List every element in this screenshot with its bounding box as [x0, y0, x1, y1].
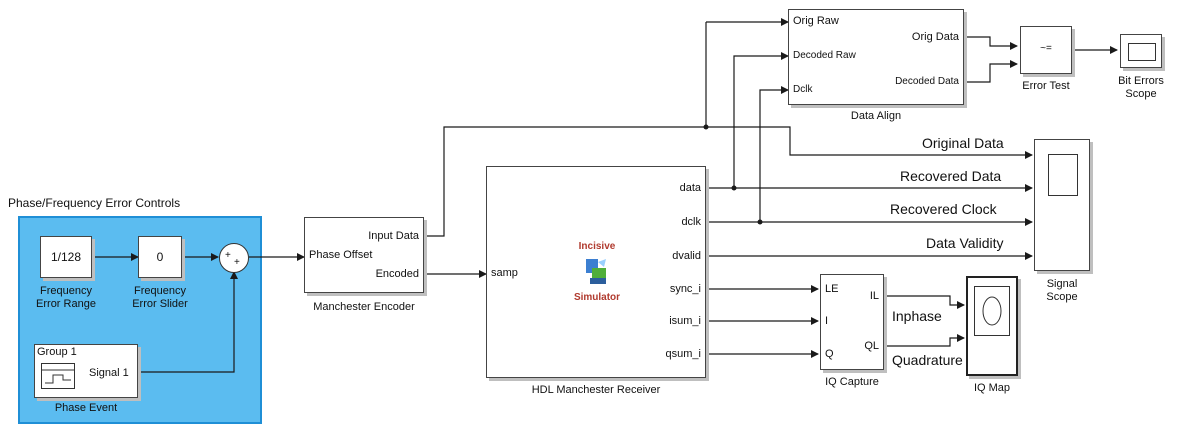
iq-capture-block[interactable]: LE I Q IL QL	[820, 274, 884, 370]
frequency-error-range-block[interactable]: 1/128	[40, 236, 92, 278]
incisive-logo-top: Incisive	[578, 241, 616, 252]
iq-capture-label: IQ Capture	[825, 376, 879, 388]
wire-phase-to-sum	[138, 271, 238, 373]
frequency-range-label: Frequency Error Range	[36, 285, 96, 310]
signal-label-recovered-clock: Recovered Clock	[890, 201, 997, 217]
iq-out-ql: QL	[864, 340, 879, 352]
incisive-logo-bottom: Simulator	[573, 292, 621, 303]
receiver-out-dvalid: dvalid	[672, 250, 701, 262]
simulator-logo-icon	[586, 259, 606, 284]
frequency-range-value: 1/128	[50, 250, 82, 264]
align-in-decoded-raw: Decoded Raw	[793, 50, 856, 61]
wire-input-data	[424, 126, 1033, 237]
sum-sign-bottom: +	[234, 257, 240, 268]
wire-inphase	[884, 295, 965, 309]
iq-in-i: I	[825, 315, 829, 327]
signal-scope-screen-icon	[1048, 154, 1078, 196]
signal-label-original-data: Original Data	[922, 135, 1004, 151]
receiver-out-dclk: dclk	[681, 216, 701, 228]
frequency-error-slider-block[interactable]: 0	[138, 236, 182, 278]
bit-errors-scope-label: Bit Errors Scope	[1118, 75, 1164, 100]
signal-label-recovered-data: Recovered Data	[900, 168, 1002, 184]
encoder-out-encoded: Encoded	[375, 268, 419, 280]
iq-map-label: IQ Map	[973, 382, 1011, 394]
receiver-in-samp: samp	[491, 267, 518, 279]
area-title: Phase/Frequency Error Controls	[8, 196, 181, 210]
iq-in-q: Q	[825, 348, 834, 360]
signal-builder-icon	[41, 363, 75, 389]
signal-scope-label: Signal Scope	[1046, 278, 1078, 303]
error-test-block[interactable]: ~=	[1020, 26, 1072, 74]
iq-map-block[interactable]	[966, 276, 1018, 376]
frequency-slider-label: Frequency Error Slider	[132, 285, 188, 310]
frequency-slider-value: 0	[156, 250, 164, 264]
sum-block[interactable]: + +	[219, 243, 249, 273]
bit-errors-scope-block[interactable]	[1120, 34, 1162, 68]
receiver-out-isum: isum_i	[669, 315, 701, 327]
bit-scope-screen-icon	[1128, 43, 1156, 61]
data-align-label: Data Align	[850, 110, 902, 122]
align-in-orig-raw: Orig Raw	[793, 15, 839, 27]
receiver-out-sync: sync_i	[669, 283, 701, 295]
align-in-dclk: Dclk	[793, 84, 813, 95]
phase-event-group: Group 1	[37, 346, 77, 358]
align-out-orig-data: Orig Data	[911, 31, 959, 43]
phase-event-label: Phase Event	[54, 402, 118, 414]
wire-decoded-raw	[733, 52, 789, 188]
wire-quadrature	[884, 334, 965, 347]
wire-dclk-align	[759, 86, 789, 222]
manchester-encoder-block[interactable]: Phase Offset Input Data Encoded	[304, 217, 424, 293]
receiver-out-qsum: qsum_i	[665, 348, 701, 360]
encoder-label: Manchester Encoder	[313, 301, 415, 313]
encoder-in-input-data: Input Data	[368, 230, 419, 242]
phase-event-block[interactable]: Group 1 Signal 1	[34, 344, 138, 398]
iq-out-il: IL	[869, 290, 879, 302]
signal-label-inphase: Inphase	[892, 308, 942, 324]
signal-scope-block[interactable]	[1034, 139, 1090, 271]
phase-event-signal: Signal 1	[89, 367, 129, 379]
hdl-manchester-receiver-block[interactable]: samp data dclk dvalid sync_i isum_i qsum…	[486, 166, 706, 378]
align-out-decoded-data: Decoded Data	[895, 76, 959, 87]
receiver-label: HDL Manchester Receiver	[531, 384, 661, 396]
data-align-block[interactable]: Orig Raw Decoded Raw Dclk Orig Data Deco…	[788, 9, 964, 105]
wire-decoded-data	[964, 60, 1018, 83]
encoder-in-phase-offset: Phase Offset	[309, 249, 373, 261]
error-test-label: Error Test	[1022, 80, 1070, 92]
iq-map-constellation-icon	[974, 286, 1010, 336]
wire-orig-data	[964, 36, 1018, 50]
iq-in-le: LE	[825, 283, 839, 295]
receiver-out-data: data	[679, 182, 701, 194]
signal-label-quadrature: Quadrature	[892, 352, 963, 368]
signal-label-data-validity: Data Validity	[926, 235, 1004, 251]
sum-sign-top: +	[225, 250, 231, 261]
error-test-symbol: ~=	[1040, 43, 1052, 54]
